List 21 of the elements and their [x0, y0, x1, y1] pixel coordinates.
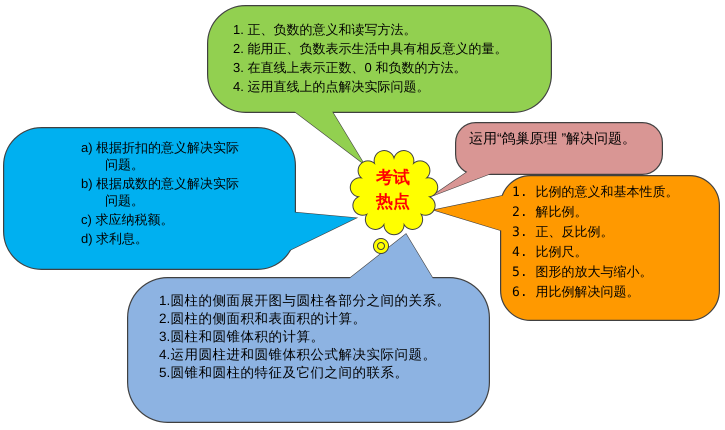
- list-item: b) 根据成数的意义解决实际问题。: [81, 175, 240, 209]
- list-item: 2. 解比例。: [512, 204, 588, 222]
- cloud-title: 考试热点: [374, 167, 411, 214]
- list-item: 4. 运用直线上的点解决实际问题。: [233, 78, 430, 95]
- list-item: d) 求利息。: [81, 230, 150, 247]
- list-item: 2. 能用正、负数表示生活中具有相反意义的量。: [233, 40, 508, 57]
- list-item: c) 求应纳税额。: [81, 211, 174, 228]
- list-item: 4.运用圆柱进和圆锥体积公式解决实际问题。: [159, 346, 438, 363]
- list-item: 5. 图形的放大与缩小。: [512, 264, 654, 282]
- list-item: 1. 比例的意义和基本性质。: [512, 184, 680, 202]
- list-item: a) 根据折扣的意义解决实际问题。: [81, 139, 240, 173]
- list-item: 3. 在直线上表示正数、0 和负数的方法。: [233, 59, 468, 76]
- list-item: 4. 比例尺。: [512, 244, 588, 262]
- list-item: 5.圆锥和圆柱的特征及它们之间的联系。: [159, 364, 410, 381]
- list-item: 1. 正、负数的意义和读写方法。: [233, 21, 418, 38]
- list-item: 1.圆柱的侧面展开图与圆柱各部分之间的关系。: [159, 292, 452, 309]
- list-item: 3. 正、反比例。: [512, 224, 614, 242]
- list-item: 运用“鸽巢原理 ”解决问题。: [469, 130, 638, 147]
- list-item: 3.圆柱和圆锥体积的计算。: [159, 328, 326, 345]
- list-item: 6. 用比例解决问题。: [512, 284, 640, 302]
- list-item: 2.圆柱的侧面积和表面积的计算。: [159, 310, 368, 327]
